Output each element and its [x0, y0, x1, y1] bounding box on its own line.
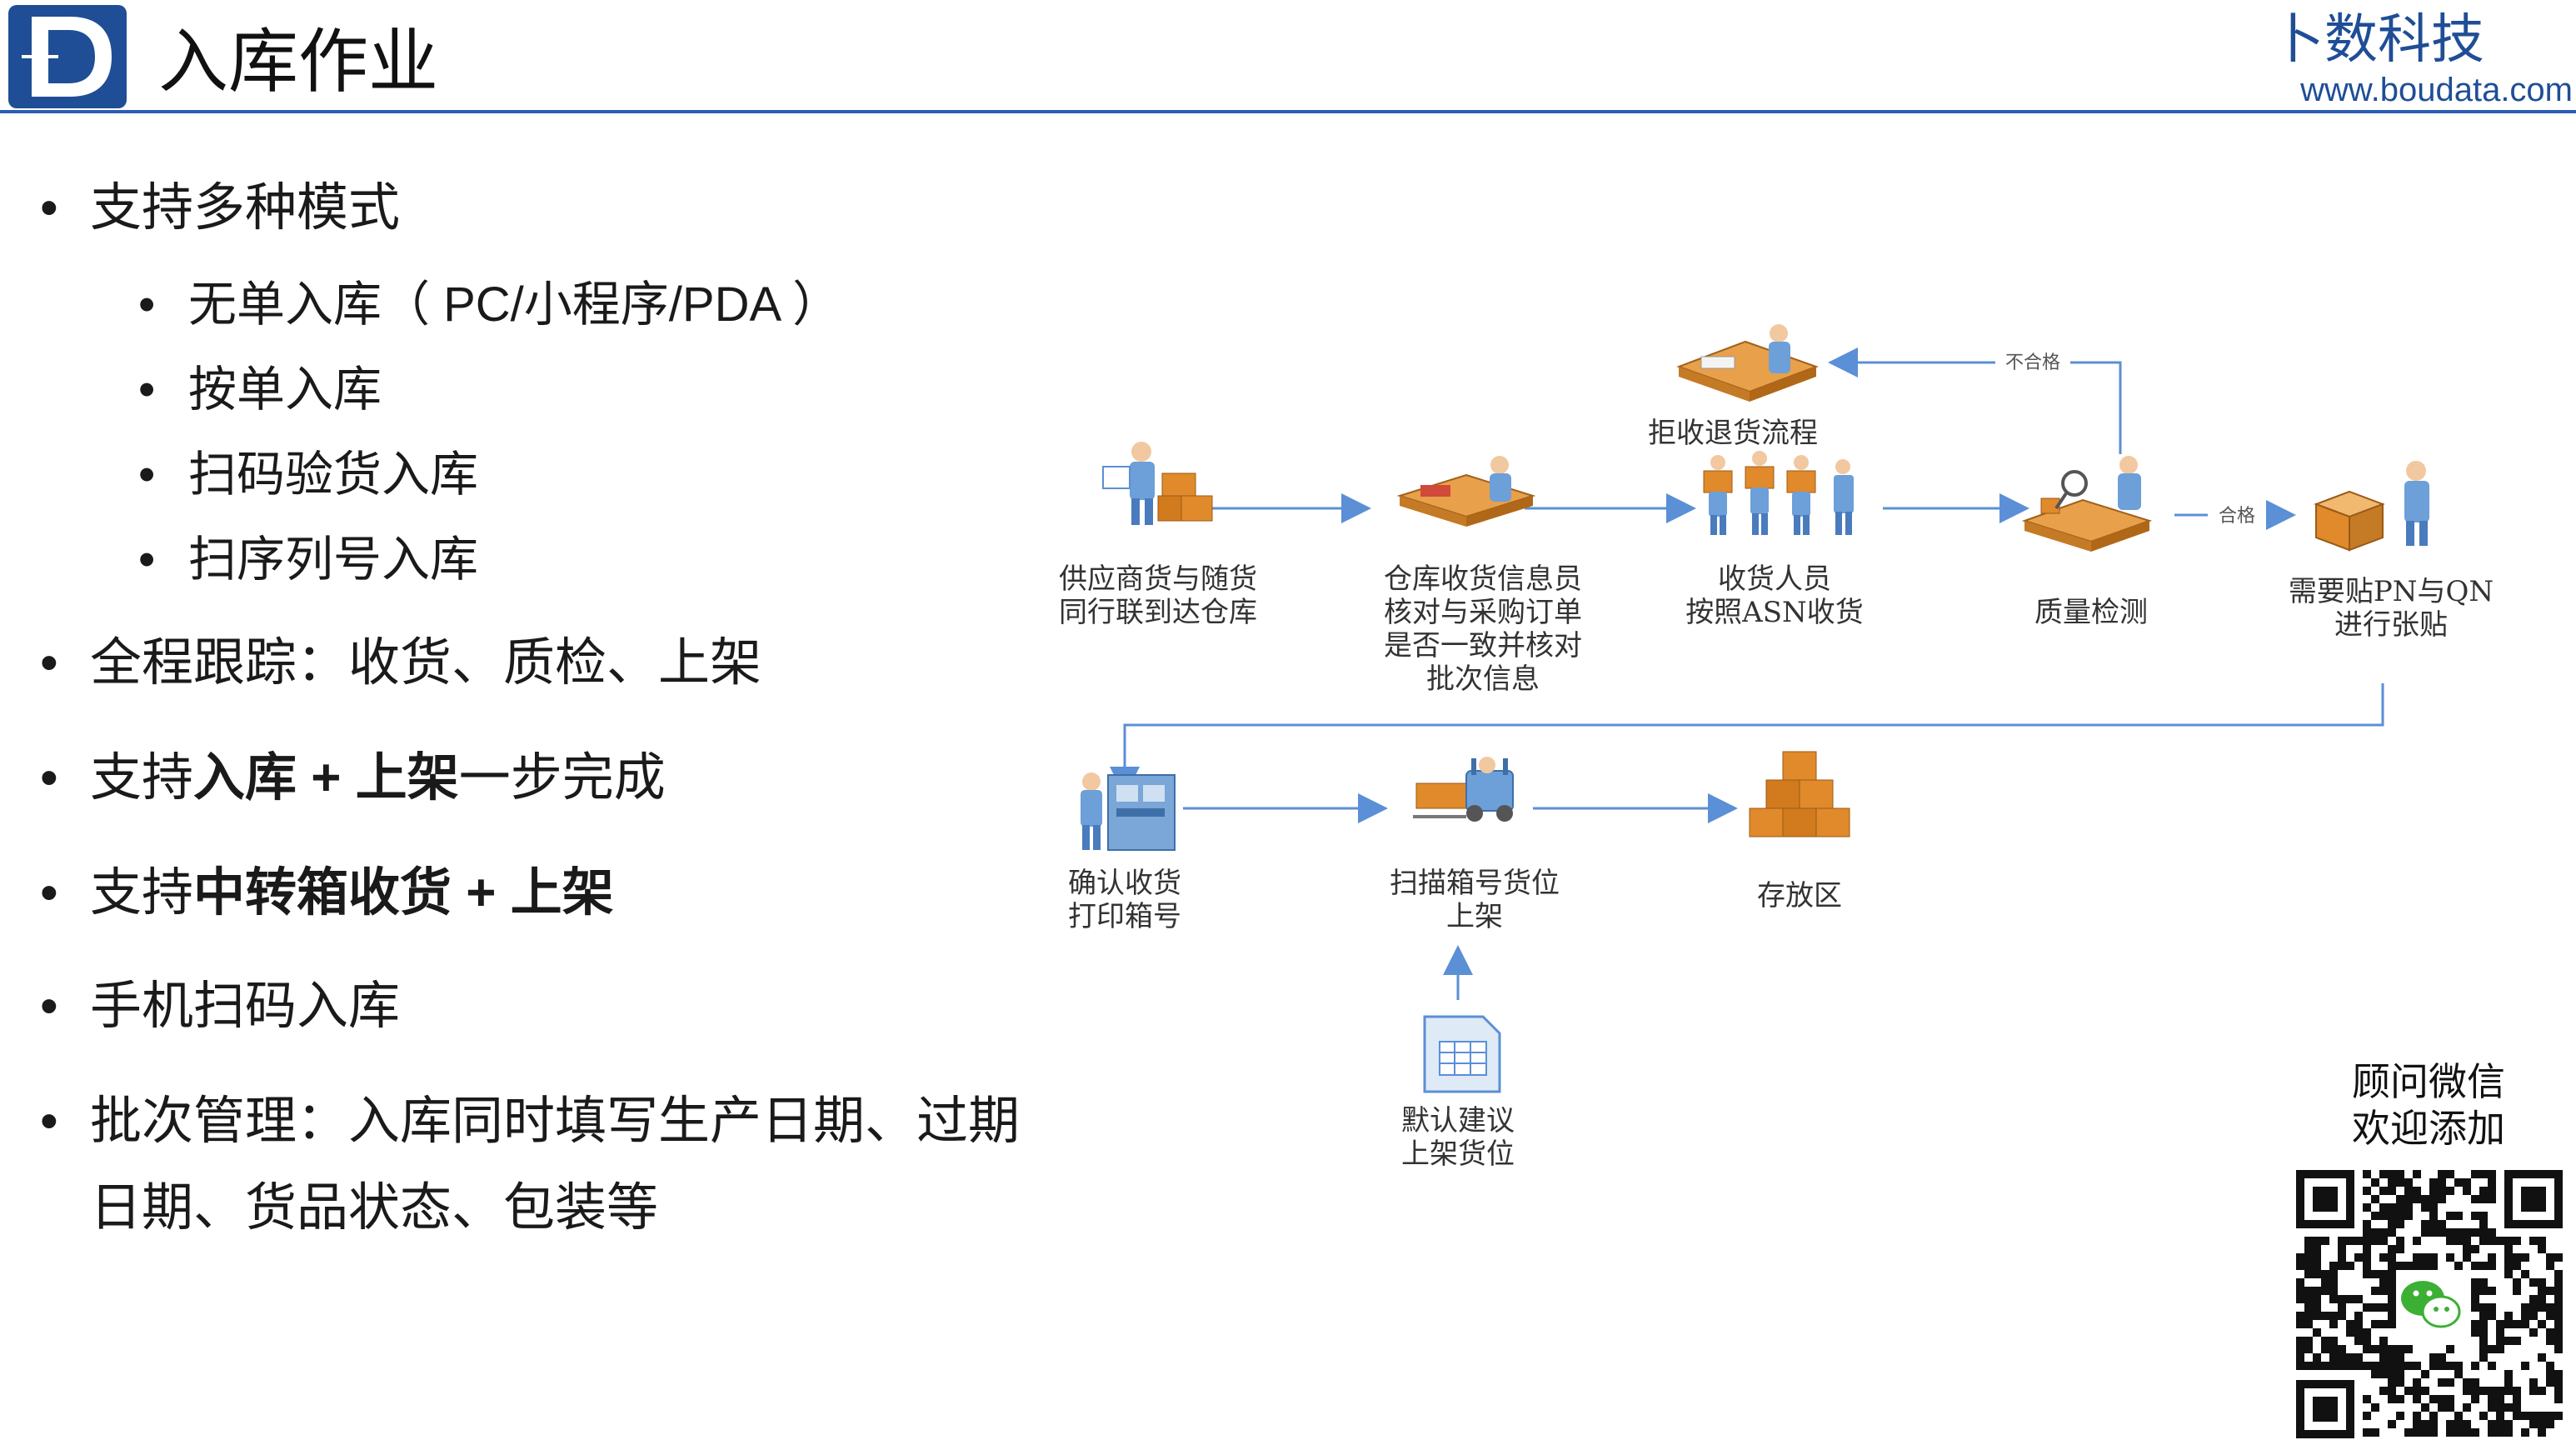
qr-modules [2296, 1170, 2563, 1437]
brand-name: 卜数科技 [2271, 9, 2484, 71]
quality-check-icon [2021, 456, 2153, 552]
edge-label-bg [2208, 505, 2266, 527]
wechat-icon [2396, 1270, 2463, 1337]
flow-diagram-canvas: 不合格 合格 [1081, 324, 2429, 1093]
node-label-suggest: 默认建议上架货位 [1401, 1104, 1515, 1171]
feature-list: •支持多种模式 •无单入库（ PC/小程序/PDA ） •按单入库 •扫码验货入… [0, 0, 1033, 1333]
wechat-qr-code[interactable] [2293, 1167, 2566, 1442]
list-item: •手机扫码入库 [40, 978, 401, 1035]
list-item: •全程跟踪：收货、质检、上架 [40, 634, 762, 692]
edge-label-bg [1995, 352, 2070, 373]
arrow-label-to-confirm [1110, 683, 2384, 797]
list-item: •扫序列号入库 [138, 532, 479, 587]
edge-label-reject: 不合格 [2005, 352, 2060, 373]
node-label-qc: 质量检测 [2034, 596, 2148, 629]
confirm-print-icon [1081, 772, 1176, 851]
forklift-scan-icon [1413, 757, 1514, 822]
suggested-location-document-icon [1423, 1015, 1501, 1093]
inbound-flow-diagram: 不合格 合格 [1000, 308, 2566, 1208]
qr-caption: 顾问微信欢迎添加 [2352, 1060, 2505, 1150]
node-label-reject: 拒收退货流程 [1648, 417, 1818, 450]
storage-boxes-icon [1749, 751, 1850, 838]
node-label-verify: 仓库收货信息员核对与采购订单是否一致并核对批次信息 [1384, 562, 1582, 696]
arrow-qc-to-reject [1828, 348, 2122, 454]
list-item: •支持入库 + 上架一步完成 [40, 749, 666, 807]
node-label-storage: 存放区 [1757, 879, 1842, 912]
verify-desk-icon [1396, 456, 1536, 527]
brand-url: www.boudata.com [2300, 72, 2573, 108]
list-item: •无单入库（ PC/小程序/PDA ） [138, 278, 841, 332]
list-item: •支持多种模式 [40, 179, 401, 237]
node-label-arrival: 供应商货与随货同行联到达仓库 [1059, 562, 1257, 629]
header-divider [0, 110, 2576, 113]
labeling-icon [2314, 461, 2429, 552]
edge-label-pass: 合格 [2219, 506, 2255, 527]
reject-desk-icon [1676, 324, 1819, 402]
list-item: •扫码验货入库 [138, 448, 479, 502]
supplier-delivery-icon [1102, 442, 1213, 525]
list-item: •按单入库 [138, 362, 382, 417]
list-item: •批次管理：入库同时填写生产日期、过期 [40, 1092, 1021, 1150]
node-label-confirm: 确认收货打印箱号 [1068, 867, 1181, 933]
page-title: 入库作业 [158, 21, 439, 102]
receiving-workers-icon [1703, 451, 1854, 535]
list-item: •支持中转箱收货 + 上架 [40, 864, 614, 922]
list-item-continuation: 日期、货品状态、包装等 [90, 1179, 659, 1237]
node-label-receive: 收货人员按照ASN收货 [1685, 562, 1864, 629]
boudata-logo [8, 5, 127, 108]
node-label-scan: 扫描箱号货位上架 [1390, 867, 1560, 933]
